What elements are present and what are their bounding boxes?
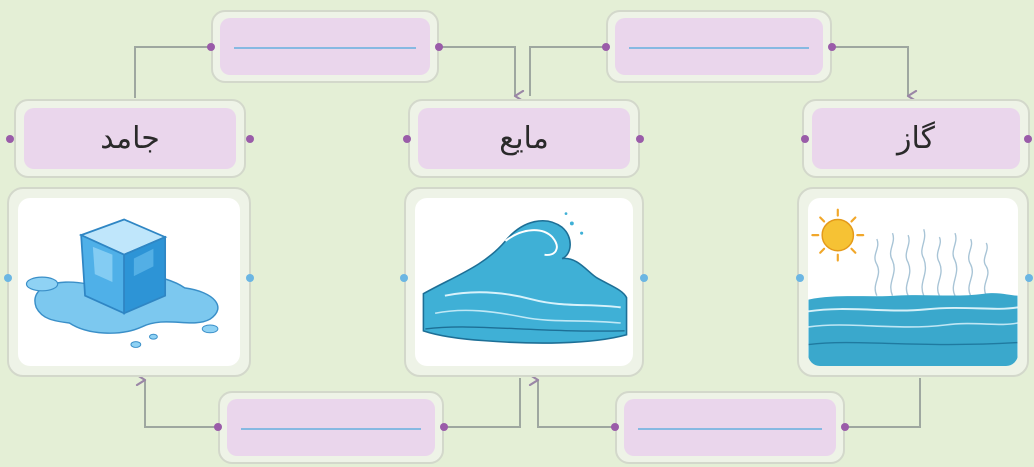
liquid-label: مایع — [418, 108, 630, 169]
answer-line — [629, 46, 809, 49]
blank-bl-right-dot — [440, 423, 448, 431]
ice-cube-image — [25, 218, 219, 348]
blank-gas-to-liquid[interactable] — [606, 10, 832, 83]
liquid-image-right-dot — [640, 274, 648, 282]
gas-image-card — [797, 187, 1029, 377]
gas-label: گاز — [812, 108, 1020, 169]
solid-title-left-dot — [6, 135, 14, 143]
ocean-wave-image — [422, 212, 628, 344]
blank-br-right-dot — [841, 423, 849, 431]
gas-image-left-dot — [796, 274, 804, 282]
answer-line — [234, 46, 416, 49]
solid-image-left-dot — [4, 274, 12, 282]
blank-gas-to-solid[interactable] — [615, 391, 845, 464]
answer-line — [241, 427, 421, 430]
gas-image-right-dot — [1025, 274, 1033, 282]
answer-line — [638, 427, 822, 430]
sun-icon — [811, 208, 865, 262]
solid-title-right-dot — [246, 135, 254, 143]
gas-title-left-dot — [801, 135, 809, 143]
blank-tl-left-dot — [207, 43, 215, 51]
liquid-title-left-dot — [403, 135, 411, 143]
blank-solid-to-liquid[interactable] — [211, 10, 439, 83]
evaporation-image — [808, 208, 1018, 366]
solid-title-box: جامد — [14, 99, 246, 178]
blank-tl-right-dot — [435, 43, 443, 51]
blank-tr-right-dot — [828, 43, 836, 51]
liquid-title-box: مایع — [408, 99, 640, 178]
blank-br-left-dot — [611, 423, 619, 431]
solid-label: جامد — [24, 108, 236, 169]
solid-image-right-dot — [246, 274, 254, 282]
blank-liquid-to-solid[interactable] — [218, 391, 444, 464]
liquid-title-right-dot — [636, 135, 644, 143]
blank-bl-left-dot — [214, 423, 222, 431]
blank-tr-left-dot — [602, 43, 610, 51]
liquid-image-left-dot — [400, 274, 408, 282]
liquid-image-card — [404, 187, 644, 377]
gas-title-box: گاز — [802, 99, 1030, 178]
solid-image-card — [7, 187, 251, 377]
gas-title-right-dot — [1024, 135, 1032, 143]
